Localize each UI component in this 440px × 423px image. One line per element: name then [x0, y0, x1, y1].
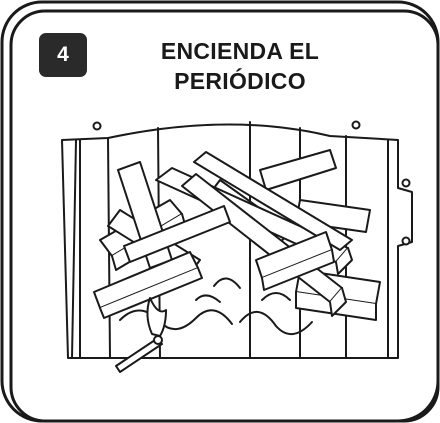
- step-title-line-2: PERIÓDICO: [174, 68, 306, 94]
- step-number: 4: [57, 43, 69, 66]
- lit-match-icon: [115, 297, 167, 373]
- step-title: ENCIENDA EL PERIÓDICO: [120, 36, 360, 96]
- mounting-holes: [92, 120, 411, 246]
- log-pile: [93, 151, 353, 319]
- crumpled-newspaper: [119, 277, 313, 335]
- step-number-badge: 4: [39, 33, 87, 77]
- step-title-line-1: ENCIENDA EL: [160, 38, 320, 64]
